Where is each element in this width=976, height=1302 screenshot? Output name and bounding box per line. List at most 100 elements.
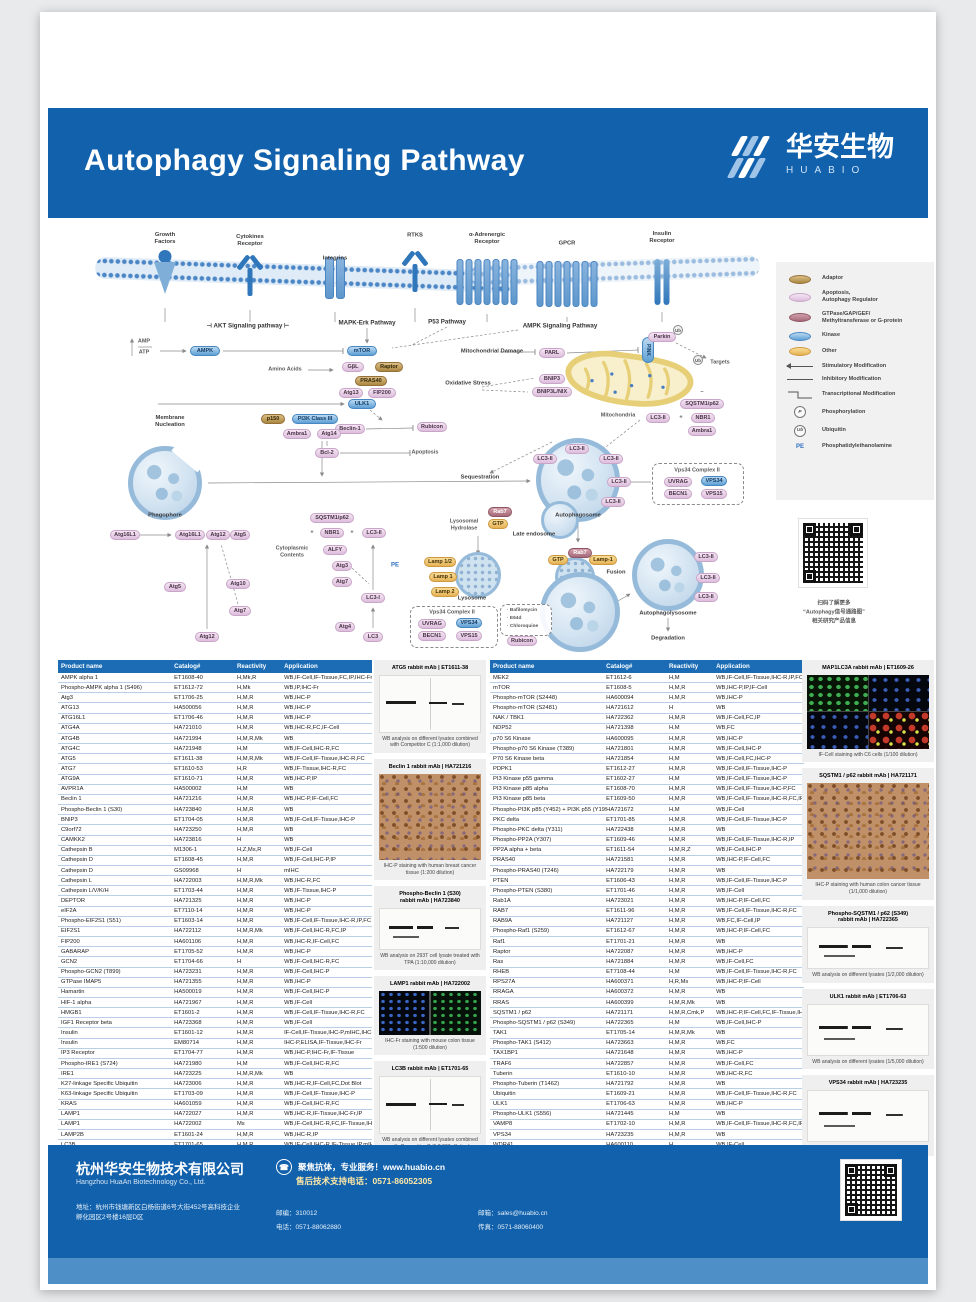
cell-application: WB,IF-Cell,IF-Tissue,IHC-R,FC xyxy=(284,755,365,762)
cell-catalog: HA722027 xyxy=(174,1111,202,1118)
cell-catalog: ET1608-45 xyxy=(174,857,203,864)
cell-catalog: ET1610-10 xyxy=(606,1070,635,1077)
cell-application: WB,IHC-P xyxy=(716,948,743,955)
cell-catalog: ET1612-67 xyxy=(606,928,635,935)
cell-application: WB,IHC-P,IHC-Fr,IF-Tissue xyxy=(284,1050,355,1057)
cell-catalog: ET1704-66 xyxy=(174,958,203,965)
diagram-node: Atg12 xyxy=(206,530,230,540)
cell-reactivity: H,M,R xyxy=(668,898,686,905)
cell-product-name: Phospho-GCN2 (T899) xyxy=(61,969,121,976)
legend-item: Apoptosis, Autophagy Regulator xyxy=(786,290,924,304)
cell-product-name: C9orf72 xyxy=(61,826,82,833)
diagram-node: LC3 xyxy=(363,632,383,642)
diagram-label: Amino Acids xyxy=(268,366,302,373)
cell-reactivity: H,M,R xyxy=(668,796,686,803)
cell-reactivity: H,M,R xyxy=(668,816,686,823)
cell-product-name: Ras xyxy=(493,958,504,965)
legend-label: Adaptor xyxy=(822,275,844,282)
cell-reactivity: H,M,R,Mk xyxy=(668,1030,695,1037)
cell-reactivity: H,M,R xyxy=(236,1080,254,1087)
cell-product-name: PKC delta xyxy=(493,816,520,823)
cell-application: WB xyxy=(284,837,294,844)
cell-reactivity: Ms xyxy=(236,1121,245,1128)
diagram-node: Rubicon xyxy=(507,636,537,646)
cell-catalog: HA721854 xyxy=(606,755,634,762)
cell-catalog: HA722087 xyxy=(606,948,634,955)
cell-catalog: HA721171 xyxy=(606,1009,634,1016)
col-product-name: Product name xyxy=(493,663,535,670)
cell-catalog: HA721967 xyxy=(174,999,202,1006)
cell-catalog: ET7108-44 xyxy=(606,969,635,976)
late-endosome-vesicle xyxy=(541,501,579,539)
panel-image xyxy=(807,1003,929,1056)
cell-product-name: ATG5 xyxy=(61,755,76,762)
cell-application: WB,IHC-R,IF-Tissue,IHC-Fr,IP xyxy=(284,1111,363,1118)
cell-product-name: Insulin xyxy=(61,1040,78,1047)
panel-image xyxy=(807,1090,929,1143)
col-product-name: Product name xyxy=(61,663,103,670)
table-header: Product name Catalog# Reactivity Applica… xyxy=(490,660,804,673)
panel-title: LC3B rabbit mAb | ET1701-65 xyxy=(391,1066,469,1073)
cell-catalog: HA721792 xyxy=(606,1080,634,1087)
panel-image xyxy=(807,783,929,880)
legend-item: Adaptor xyxy=(786,274,924,284)
cell-reactivity: H,M,R xyxy=(236,1030,254,1037)
rtk-receptor-icon xyxy=(401,250,429,296)
cell-catalog: HA600372 xyxy=(606,989,634,996)
cell-product-name: K27-linkage Specific Ubiquitin xyxy=(61,1080,138,1087)
cell-application: WB xyxy=(284,1070,294,1077)
cell-catalog: ET1701-46 xyxy=(606,887,635,894)
cell-reactivity: H,M,R xyxy=(236,796,254,803)
cell-catalog: HA723006 xyxy=(174,1080,202,1087)
diagram-node: Atg10 xyxy=(226,579,250,589)
cell-reactivity: H,M xyxy=(668,725,680,732)
cell-catalog: ET1601-24 xyxy=(174,1131,203,1138)
cell-product-name: IRE1 xyxy=(61,1070,74,1077)
pe-legend-icon: PE xyxy=(795,443,804,450)
diagram-label: · E64d xyxy=(507,616,522,622)
panel-caption: WB analysis on different lysates combine… xyxy=(382,735,478,749)
cell-application: WB,IF-Cell xyxy=(716,887,745,894)
diagram-label: MAPK-Erk Pathway xyxy=(338,319,396,327)
panel-image xyxy=(379,1076,481,1135)
cell-product-name: ATG4C xyxy=(61,745,80,752)
panel-caption: WB analysis on different lysates (1/2,00… xyxy=(812,972,924,979)
cell-reactivity: H,M,R xyxy=(668,684,686,691)
cell-reactivity: H,M,R xyxy=(668,867,686,874)
cell-product-name: Tuberin xyxy=(493,1070,513,1077)
cell-product-name: Phospho-PKC delta (Y311) xyxy=(493,826,563,833)
diagram-label: Lysosomal Hydrolase xyxy=(449,518,479,531)
cell-reactivity: H,M,R xyxy=(236,816,254,823)
cell-catalog: HA722112 xyxy=(174,928,202,935)
diagram-node: LC3-I xyxy=(361,593,385,603)
diagram-node: Lamp 1 xyxy=(429,572,457,582)
cell-reactivity: H,M,R xyxy=(668,765,686,772)
cell-catalog: HA723021 xyxy=(606,898,634,905)
diagram-node: LC3-II xyxy=(599,454,623,464)
diagram-node: Ub xyxy=(693,355,703,365)
diagram-label: PE xyxy=(390,562,400,569)
cell-application: WB xyxy=(716,989,726,996)
cell-reactivity: H,M,R xyxy=(236,857,254,864)
cell-catalog: HA722179 xyxy=(606,867,634,874)
cell-application: WB,IHC-P,IF-Cell,FC xyxy=(284,796,339,803)
diagram-node: BNIP3 xyxy=(539,374,565,384)
cell-product-name: BNIP3 xyxy=(61,816,78,823)
diagram-label: P53 Pathway xyxy=(428,318,466,326)
diagram-label: ATP xyxy=(138,349,150,356)
diagram-node: Atg5 xyxy=(230,530,250,540)
diagram-node: LC3-II xyxy=(533,454,557,464)
cell-catalog: ET1608-40 xyxy=(174,674,203,681)
cell-reactivity: H,M,R xyxy=(236,1131,254,1138)
